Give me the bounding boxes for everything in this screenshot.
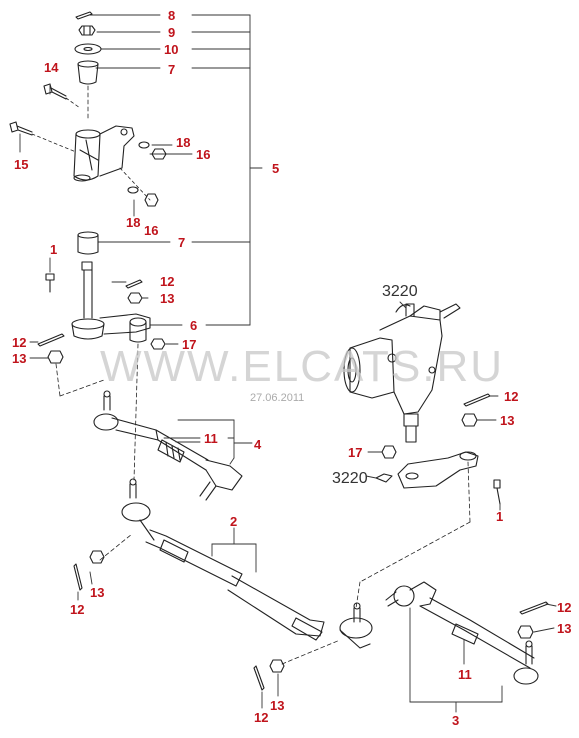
bolt-1a [45, 273, 55, 293]
washer-18b [127, 186, 139, 194]
callout-18-upper: 18 [176, 135, 191, 150]
pitman-arm [375, 451, 479, 489]
center-link-2 [121, 478, 373, 649]
castle-nut-13e [461, 413, 478, 427]
castle-nut-13f [517, 625, 534, 639]
callout-13-left: 13 [12, 351, 27, 366]
callout-17-left: 17 [182, 337, 197, 352]
callout-13-lower-left: 13 [90, 585, 105, 600]
bushing-7-lower [77, 231, 99, 255]
callout-3: 3 [452, 713, 460, 728]
callout-15: 15 [14, 157, 29, 172]
callout-11-lower: 11 [458, 667, 472, 682]
washer-10 [74, 43, 102, 55]
callout-11-upper: 11 [204, 431, 218, 446]
castle-nut-13b [47, 350, 64, 364]
callout-17-pitman: 17 [348, 445, 363, 460]
washer-18a [138, 141, 150, 149]
idler-arm-6 [71, 261, 151, 343]
callout-12-arm: 12 [160, 274, 175, 289]
steering-gear-box [343, 303, 461, 443]
nut-17b [381, 445, 397, 459]
callout-18-lower: 18 [126, 215, 141, 230]
bolt-1b [493, 479, 501, 505]
bolt-15 [9, 121, 77, 153]
tie-rod-3 [385, 581, 539, 685]
nut-16a [151, 148, 167, 160]
assembly-5-bracket [89, 14, 263, 326]
callout-1-right: 1 [496, 509, 504, 524]
callout-7-lower: 7 [178, 235, 186, 250]
callout-13-bottom: 13 [270, 698, 285, 713]
watermark: WWW.ELCATS.RU [100, 342, 505, 391]
callout-13-pitman: 13 [500, 413, 515, 428]
callout-10: 10 [164, 42, 179, 57]
watermark-date: 27.06.2011 [250, 392, 305, 404]
castle-nut-13d [269, 659, 285, 673]
cotter-pin-12e [463, 393, 491, 407]
callout-7-top: 7 [168, 62, 176, 77]
callout-12-right: 12 [557, 600, 572, 615]
nut-16b [144, 193, 159, 207]
cotter-pin-12d [253, 665, 265, 691]
castle-nut-9 [78, 25, 96, 36]
cotter-pin-12c [73, 563, 83, 591]
callout-2: 2 [230, 514, 238, 529]
callout-16-upper: 16 [196, 147, 211, 162]
callout-12-bottom: 12 [254, 710, 269, 725]
assembly-brackets [19, 83, 557, 713]
callout-13-arm: 13 [160, 291, 175, 306]
callout-5: 5 [272, 161, 280, 176]
callout-12-left: 12 [12, 335, 27, 350]
callout-12-lower-left: 12 [70, 602, 85, 617]
castle-nut-13c [89, 550, 105, 564]
reference-3220-gearbox: 3220 [382, 283, 418, 300]
nut-17a [150, 338, 166, 350]
bolt-14 [43, 83, 81, 109]
callout-9: 9 [168, 25, 176, 40]
callout-1-left: 1 [50, 242, 58, 257]
callout-4: 4 [254, 437, 262, 452]
callout-6: 6 [190, 318, 198, 333]
callout-12-pitman: 12 [504, 389, 519, 404]
cotter-pin-8 [75, 11, 93, 20]
callout-14: 14 [44, 60, 59, 75]
cotter-pin-12a [125, 279, 143, 289]
callout-13-right: 13 [557, 621, 572, 636]
castle-nut-13a [127, 292, 143, 304]
tie-rod-4 [93, 390, 243, 501]
cotter-pin-12f [519, 601, 549, 615]
idler-bracket [73, 125, 135, 182]
bushing-7-top [77, 60, 99, 85]
reference-3220-pitman: 3220 [332, 470, 368, 487]
callout-8: 8 [168, 8, 176, 23]
callout-16-lower: 16 [144, 223, 159, 238]
cotter-pin-12b [37, 333, 65, 347]
